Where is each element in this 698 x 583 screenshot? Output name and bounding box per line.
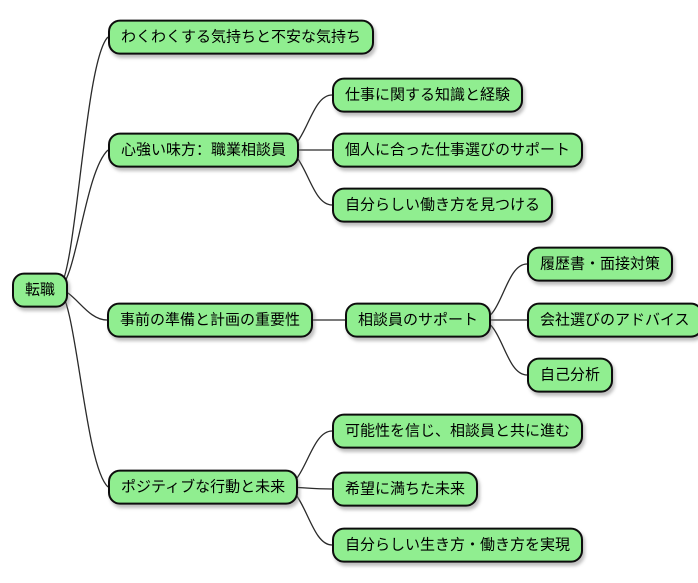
branch-node-feelings: わくわくする気持ちと不安な気持ち xyxy=(108,19,375,55)
child-node-counselor-support: 相談員のサポート xyxy=(345,302,492,338)
edge-root-to-feelings xyxy=(56,36,109,290)
root-node: 転職 xyxy=(12,272,69,308)
edge-root-to-counselor xyxy=(56,149,109,290)
child-node-own-workstyle: 自分らしい働き方を見つける xyxy=(332,187,554,223)
branch-node-positive-future: ポジティブな行動と未来 xyxy=(108,469,299,505)
child-node-knowledge: 仕事に関する知識と経験 xyxy=(332,77,524,113)
leaf-node-resume-interview: 履歴書・面接対策 xyxy=(527,246,674,282)
leaf-node-company-advice: 会社選びのアドバイス xyxy=(527,302,698,338)
child-node-realize-lifestyle: 自分らしい生き方・働き方を実現 xyxy=(332,527,584,563)
child-node-hopeful-future: 希望に満ちた未来 xyxy=(332,471,479,507)
branch-node-counselor: 心強い味方：職業相談員 xyxy=(108,132,300,168)
leaf-node-self-analysis: 自己分析 xyxy=(527,357,614,393)
child-node-believe-possibility: 可能性を信じ、相談員と共に進む xyxy=(332,413,584,449)
child-node-personal-support: 個人に合った仕事選びのサポート xyxy=(332,132,584,168)
branch-node-preparation: 事前の準備と計画の重要性 xyxy=(107,302,314,338)
